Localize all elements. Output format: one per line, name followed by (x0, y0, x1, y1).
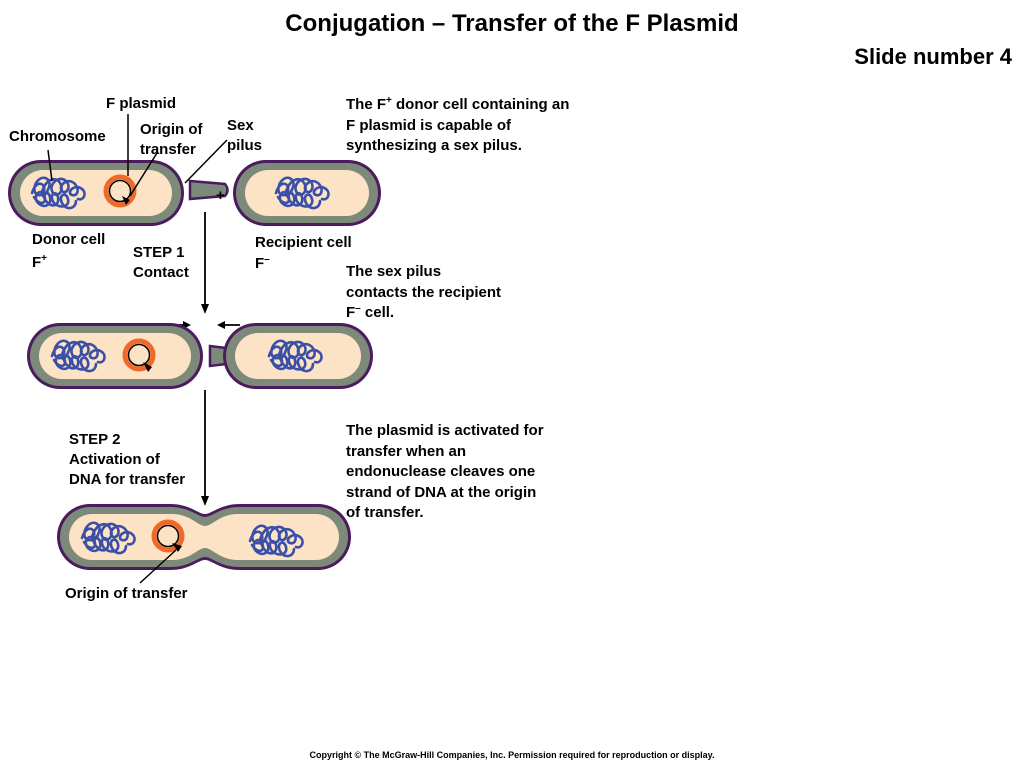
recipient-cell-step0 (233, 160, 381, 226)
donor-cell-label: Donor cell F+ (32, 231, 106, 271)
down-arrow-icon (201, 212, 209, 314)
plus-sign: + (216, 187, 225, 204)
description-step1: The sex pilus contacts the recipient F– … (346, 263, 502, 321)
chromosome-label: Chromosome (9, 128, 106, 145)
page-title: Conjugation – Transfer of the F Plasmid (285, 10, 739, 37)
f-plasmid-step1 (122, 338, 156, 372)
f-plasmid-step2 (151, 519, 185, 553)
down-arrow-icon (201, 390, 209, 506)
sex-pilus-step0 (188, 179, 229, 201)
copyright-notice: Copyright © The McGraw-Hill Companies, I… (309, 750, 715, 760)
sex-pilus-label: Sex pilus (227, 117, 263, 154)
f-plasmid-label: F plasmid (106, 95, 177, 112)
description-step2: The plasmid is activated for transfer wh… (346, 422, 544, 521)
donor-cell-step1 (27, 323, 228, 389)
origin-of-transfer-label: Origin of transfer (140, 121, 203, 158)
left-arrow-icon (217, 321, 240, 329)
origin-of-transfer-bottom-label: Origin of transfer (65, 585, 188, 602)
slide-number: Slide number 4 (854, 44, 1012, 69)
donor-cell-step0 (8, 160, 229, 226)
recipient-cell-step1 (223, 323, 373, 389)
step1-label: STEP 1 Contact (133, 244, 189, 281)
step2-label: STEP 2 Activation of DNA for transfer (69, 431, 186, 488)
description-step0: The F+ donor cell containing an F plasmi… (346, 95, 570, 155)
recipient-cell-label: Recipient cell F– (255, 234, 352, 272)
joined-cells-step2 (57, 504, 351, 570)
